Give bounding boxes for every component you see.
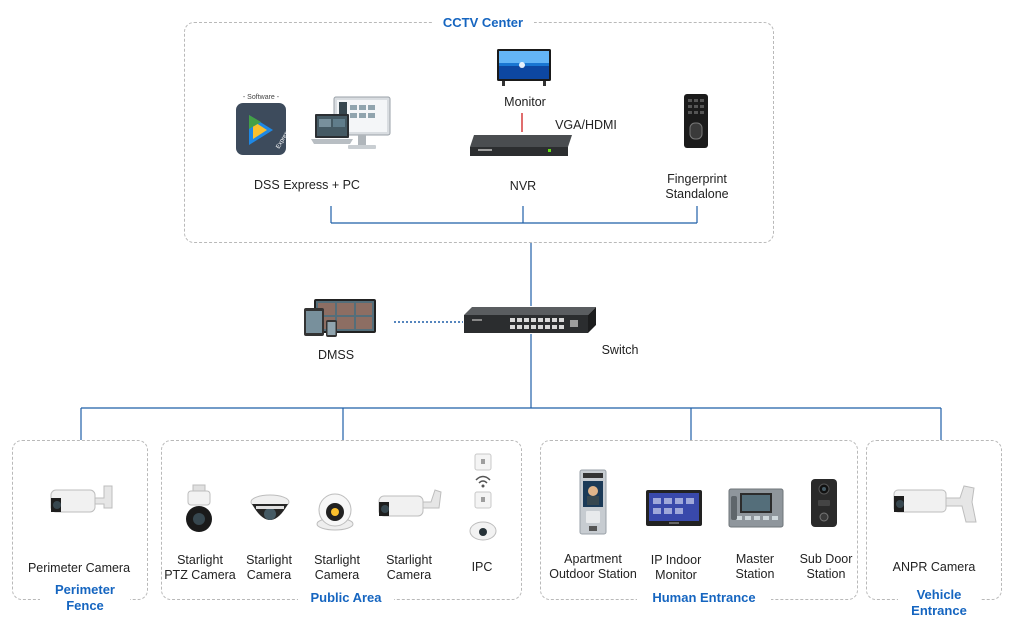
public-device-4-label: Starlight Camera bbox=[376, 553, 442, 583]
public-device-3-line2: Camera bbox=[314, 568, 360, 582]
anpr-camera-icon bbox=[893, 485, 977, 523]
fingerprint-standalone-icon bbox=[684, 94, 708, 148]
human-device-4-label: Sub Door Station bbox=[792, 552, 860, 582]
sub-door-station-icon bbox=[811, 479, 837, 527]
fingerprint-standalone-label: Fingerprint Standalone bbox=[650, 172, 744, 202]
monitor-label: Monitor bbox=[504, 95, 546, 109]
perimeter-fence-title: Perimeter Fence bbox=[40, 582, 130, 614]
public-device-1-line2: PTZ Camera bbox=[164, 568, 236, 582]
vehicle-title-line2: Entrance bbox=[911, 603, 967, 618]
cctv-center-title: CCTV Center bbox=[432, 15, 534, 31]
public-device-2-label: Starlight Camera bbox=[236, 553, 302, 583]
human-device-4-line1: Sub Door bbox=[799, 552, 853, 566]
perimeter-bullet-camera-icon bbox=[50, 485, 113, 513]
fingerprint-label-line1: Fingerprint bbox=[667, 172, 727, 186]
human-device-2-line1: IP Indoor bbox=[650, 553, 702, 567]
vehicle-entrance-title: Vehicle Entrance bbox=[898, 587, 980, 619]
starlight-eyeball-camera-icon bbox=[316, 493, 354, 531]
human-device-1-line1: Apartment bbox=[564, 552, 622, 566]
vehicle-title-line1: Vehicle bbox=[916, 587, 962, 602]
perimeter-camera-label: Perimeter Camera bbox=[27, 561, 131, 575]
human-device-4-line2: Station bbox=[806, 567, 846, 581]
master-station-icon bbox=[728, 488, 784, 528]
dmss-label: DMSS bbox=[317, 348, 355, 362]
pc-icon bbox=[311, 96, 391, 149]
public-device-5-line1: IPC bbox=[471, 560, 493, 574]
human-device-3-line2: Station bbox=[735, 567, 775, 581]
public-device-1-label: Starlight PTZ Camera bbox=[162, 553, 238, 583]
human-device-2-label: IP Indoor Monitor bbox=[638, 553, 714, 583]
fingerprint-label-line2: Standalone bbox=[665, 187, 729, 201]
perimeter-title-line2: Fence bbox=[66, 598, 104, 613]
public-area-title: Public Area bbox=[298, 590, 394, 606]
dss-express-pc-label: DSS Express + PC bbox=[254, 178, 360, 192]
perimeter-title-line1: Perimeter bbox=[55, 582, 115, 597]
public-device-4-line1: Starlight bbox=[386, 553, 432, 567]
human-device-3-label: Master Station bbox=[721, 552, 789, 582]
human-device-1-label: Apartment Outdoor Station bbox=[540, 552, 646, 582]
software-tag: - Software - bbox=[243, 94, 280, 101]
nvr-label: NVR bbox=[509, 179, 537, 193]
apartment-outdoor-station-icon bbox=[579, 469, 607, 535]
public-device-5-label: IPC bbox=[458, 560, 506, 575]
dmss-devices-icon bbox=[304, 299, 376, 337]
anpr-camera-label: ANPR Camera bbox=[892, 560, 976, 574]
public-device-4-line2: Camera bbox=[386, 568, 432, 582]
dss-software-icon: - Software - Express bbox=[236, 94, 289, 155]
public-device-1-line1: Starlight bbox=[177, 553, 223, 567]
ip-indoor-monitor-icon bbox=[646, 490, 702, 526]
public-device-2-line1: Starlight bbox=[246, 553, 292, 567]
public-device-2-line2: Camera bbox=[246, 568, 292, 582]
public-device-3-label: Starlight Camera bbox=[304, 553, 370, 583]
switch-icon bbox=[464, 307, 596, 333]
switch-label: Switch bbox=[601, 343, 639, 357]
starlight-dome-camera-dark-icon bbox=[250, 494, 290, 520]
human-device-2-line2: Monitor bbox=[655, 568, 697, 582]
public-device-3-line1: Starlight bbox=[314, 553, 360, 567]
monitor-icon bbox=[497, 49, 551, 86]
ipc-wifi-camera-icon bbox=[469, 453, 497, 541]
human-device-1-line2: Outdoor Station bbox=[549, 567, 637, 581]
starlight-bullet-camera-icon bbox=[378, 489, 442, 517]
starlight-ptz-camera-icon bbox=[186, 484, 212, 532]
human-device-3-line1: Master bbox=[735, 552, 775, 566]
vga-hdmi-label: VGA/HDMI bbox=[555, 118, 617, 132]
human-entrance-title: Human Entrance bbox=[637, 590, 771, 606]
nvr-icon bbox=[470, 135, 572, 156]
